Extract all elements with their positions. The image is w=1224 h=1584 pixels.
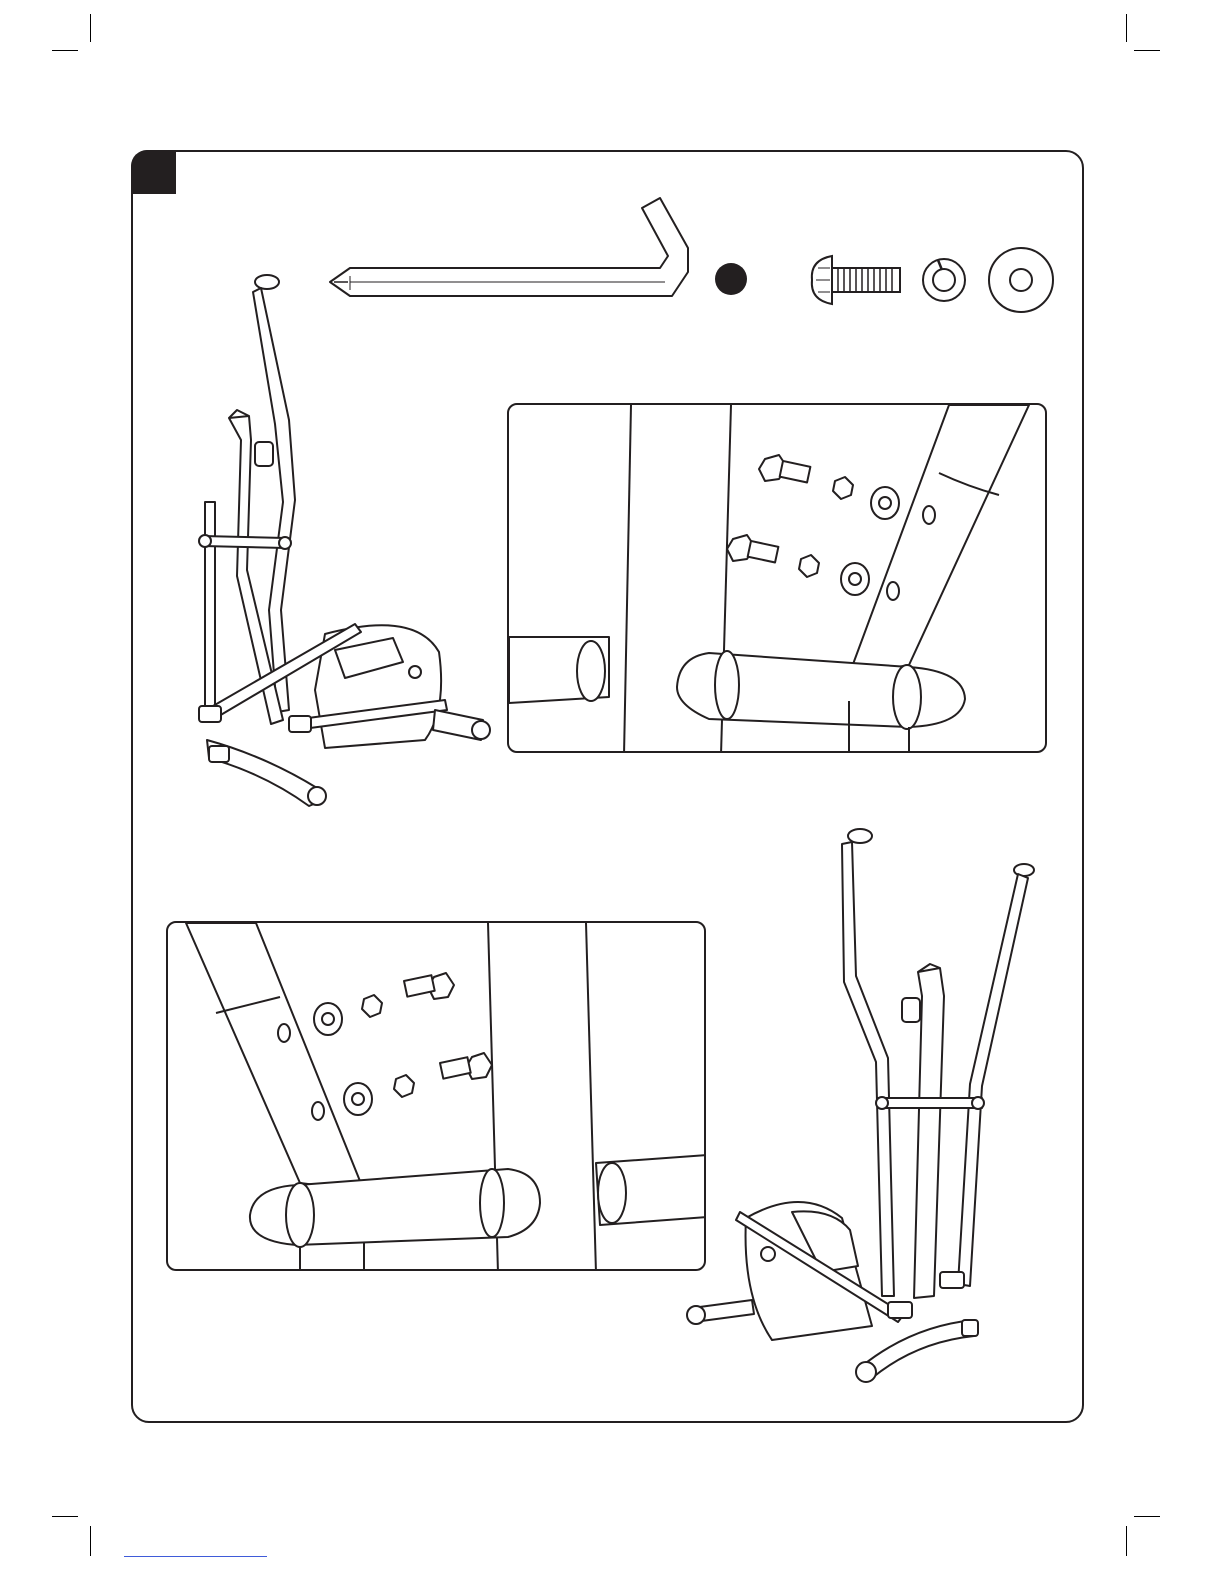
detail-right-handlebar-bolts <box>507 403 1047 753</box>
flat-washer-icon <box>841 563 869 595</box>
bolt-icon <box>812 256 900 304</box>
bolt-icon <box>404 973 454 999</box>
crop-mark <box>90 14 91 42</box>
link-underline <box>124 1556 267 1557</box>
step-number-badge <box>131 150 176 194</box>
bolt-icon <box>727 535 778 562</box>
screw-cap-icon <box>715 263 747 295</box>
detail-left-handlebar-bolts <box>166 921 706 1271</box>
crop-mark <box>52 50 78 51</box>
hole-marker <box>312 1102 324 1120</box>
machine-front-view <box>682 826 992 1391</box>
hole-marker <box>923 506 935 524</box>
spring-washer-icon <box>923 259 965 301</box>
crop-mark <box>1134 1516 1160 1517</box>
nut-icon <box>799 555 819 577</box>
flat-washer-icon <box>871 487 899 519</box>
hole-marker <box>887 582 899 600</box>
nut-icon <box>394 1075 414 1097</box>
bolt-icon <box>440 1053 492 1079</box>
crop-mark <box>1126 1526 1127 1556</box>
machine-left-view <box>185 270 495 815</box>
bolt-icon <box>759 455 810 482</box>
hole-marker <box>278 1024 290 1042</box>
flat-washer-icon <box>344 1083 372 1115</box>
nut-icon <box>833 477 853 499</box>
crop-mark <box>52 1516 78 1517</box>
flat-washer-icon <box>989 248 1053 312</box>
crop-mark <box>1134 50 1160 51</box>
crop-mark <box>1126 14 1127 42</box>
nut-icon <box>362 995 382 1017</box>
crop-mark <box>90 1526 91 1556</box>
flat-washer-icon <box>314 1003 342 1035</box>
